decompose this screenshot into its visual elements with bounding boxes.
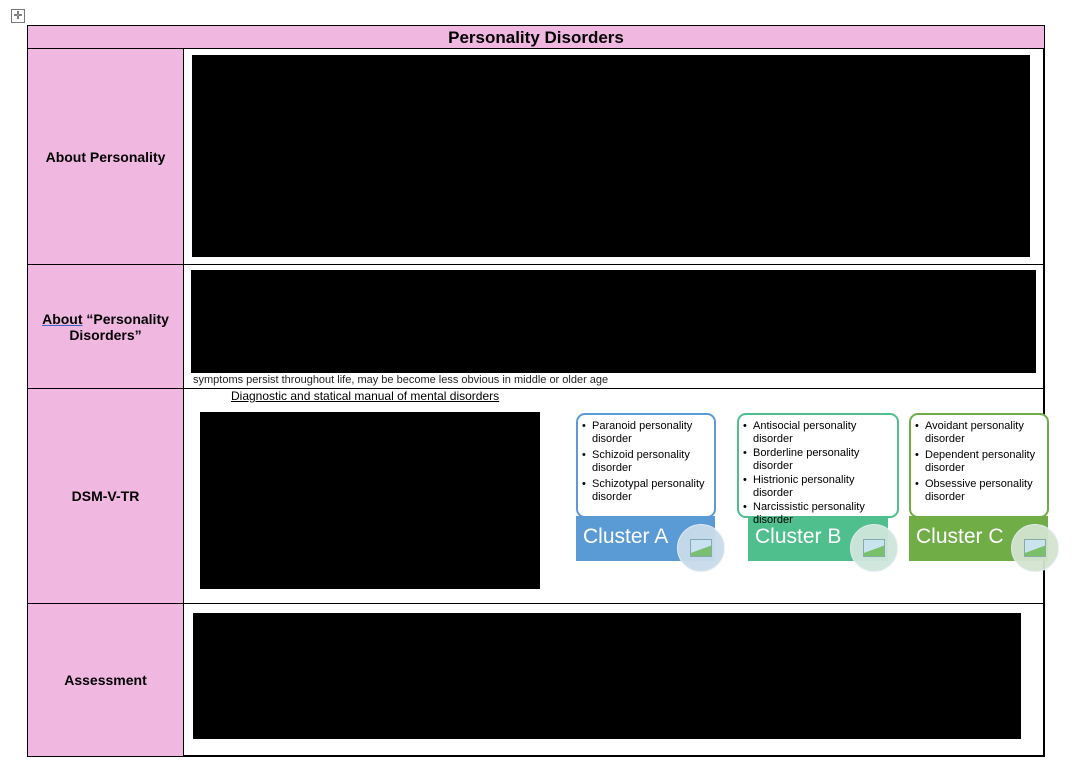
redacted-block — [200, 412, 540, 589]
list-item: Antisocial personality disorder — [743, 420, 893, 445]
list-item: Narcissistic personality disorder — [743, 501, 893, 526]
picture-placeholder-icon[interactable] — [850, 524, 898, 572]
partial-text-line: symptoms persist throughout life, may be… — [193, 374, 609, 386]
label-part: “Personality Disorders” — [69, 310, 169, 343]
row-label-about-personality: About Personality — [27, 48, 184, 265]
cell-assessment — [183, 603, 1045, 757]
redacted-block — [192, 55, 1030, 257]
row-label-assessment: Assessment — [27, 603, 184, 757]
list-item: Obsessive personality disorder — [915, 478, 1043, 503]
cluster-c-list: Avoidant personality disorder Dependent … — [909, 413, 1049, 518]
cluster-a-list: Paranoid personality disorder Schizoid p… — [576, 413, 716, 518]
picture-placeholder-icon[interactable] — [1011, 524, 1059, 572]
list-item: Paranoid personality disorder — [582, 420, 710, 445]
list-item: Schizotypal personality disorder — [582, 478, 710, 503]
list-item: Avoidant personality disorder — [915, 420, 1043, 445]
partial-text: symptoms persist throughout life, may be… — [193, 374, 1033, 387]
cluster-b-list: Antisocial personality disorder Borderli… — [737, 413, 899, 526]
list-item: Histrionic personality disorder — [743, 474, 893, 499]
picture-placeholder-icon[interactable] — [677, 524, 725, 572]
redacted-block — [193, 613, 1021, 739]
page-title: Personality Disorders — [27, 25, 1045, 49]
row-label-dsm: DSM-V-TR — [27, 388, 184, 604]
redacted-block — [191, 270, 1036, 373]
list-item: Borderline personality disorder — [743, 447, 893, 472]
label-part: About — [42, 310, 83, 327]
table-move-handle[interactable]: ✛ — [11, 9, 25, 23]
dsm-heading: Diagnostic and statical manual of mental… — [231, 389, 500, 403]
list-item: Dependent personality disorder — [915, 449, 1043, 474]
list-item: Schizoid personality disorder — [582, 449, 710, 474]
row-label-about-personality-disorders: About “Personality Disorders” — [27, 264, 184, 389]
